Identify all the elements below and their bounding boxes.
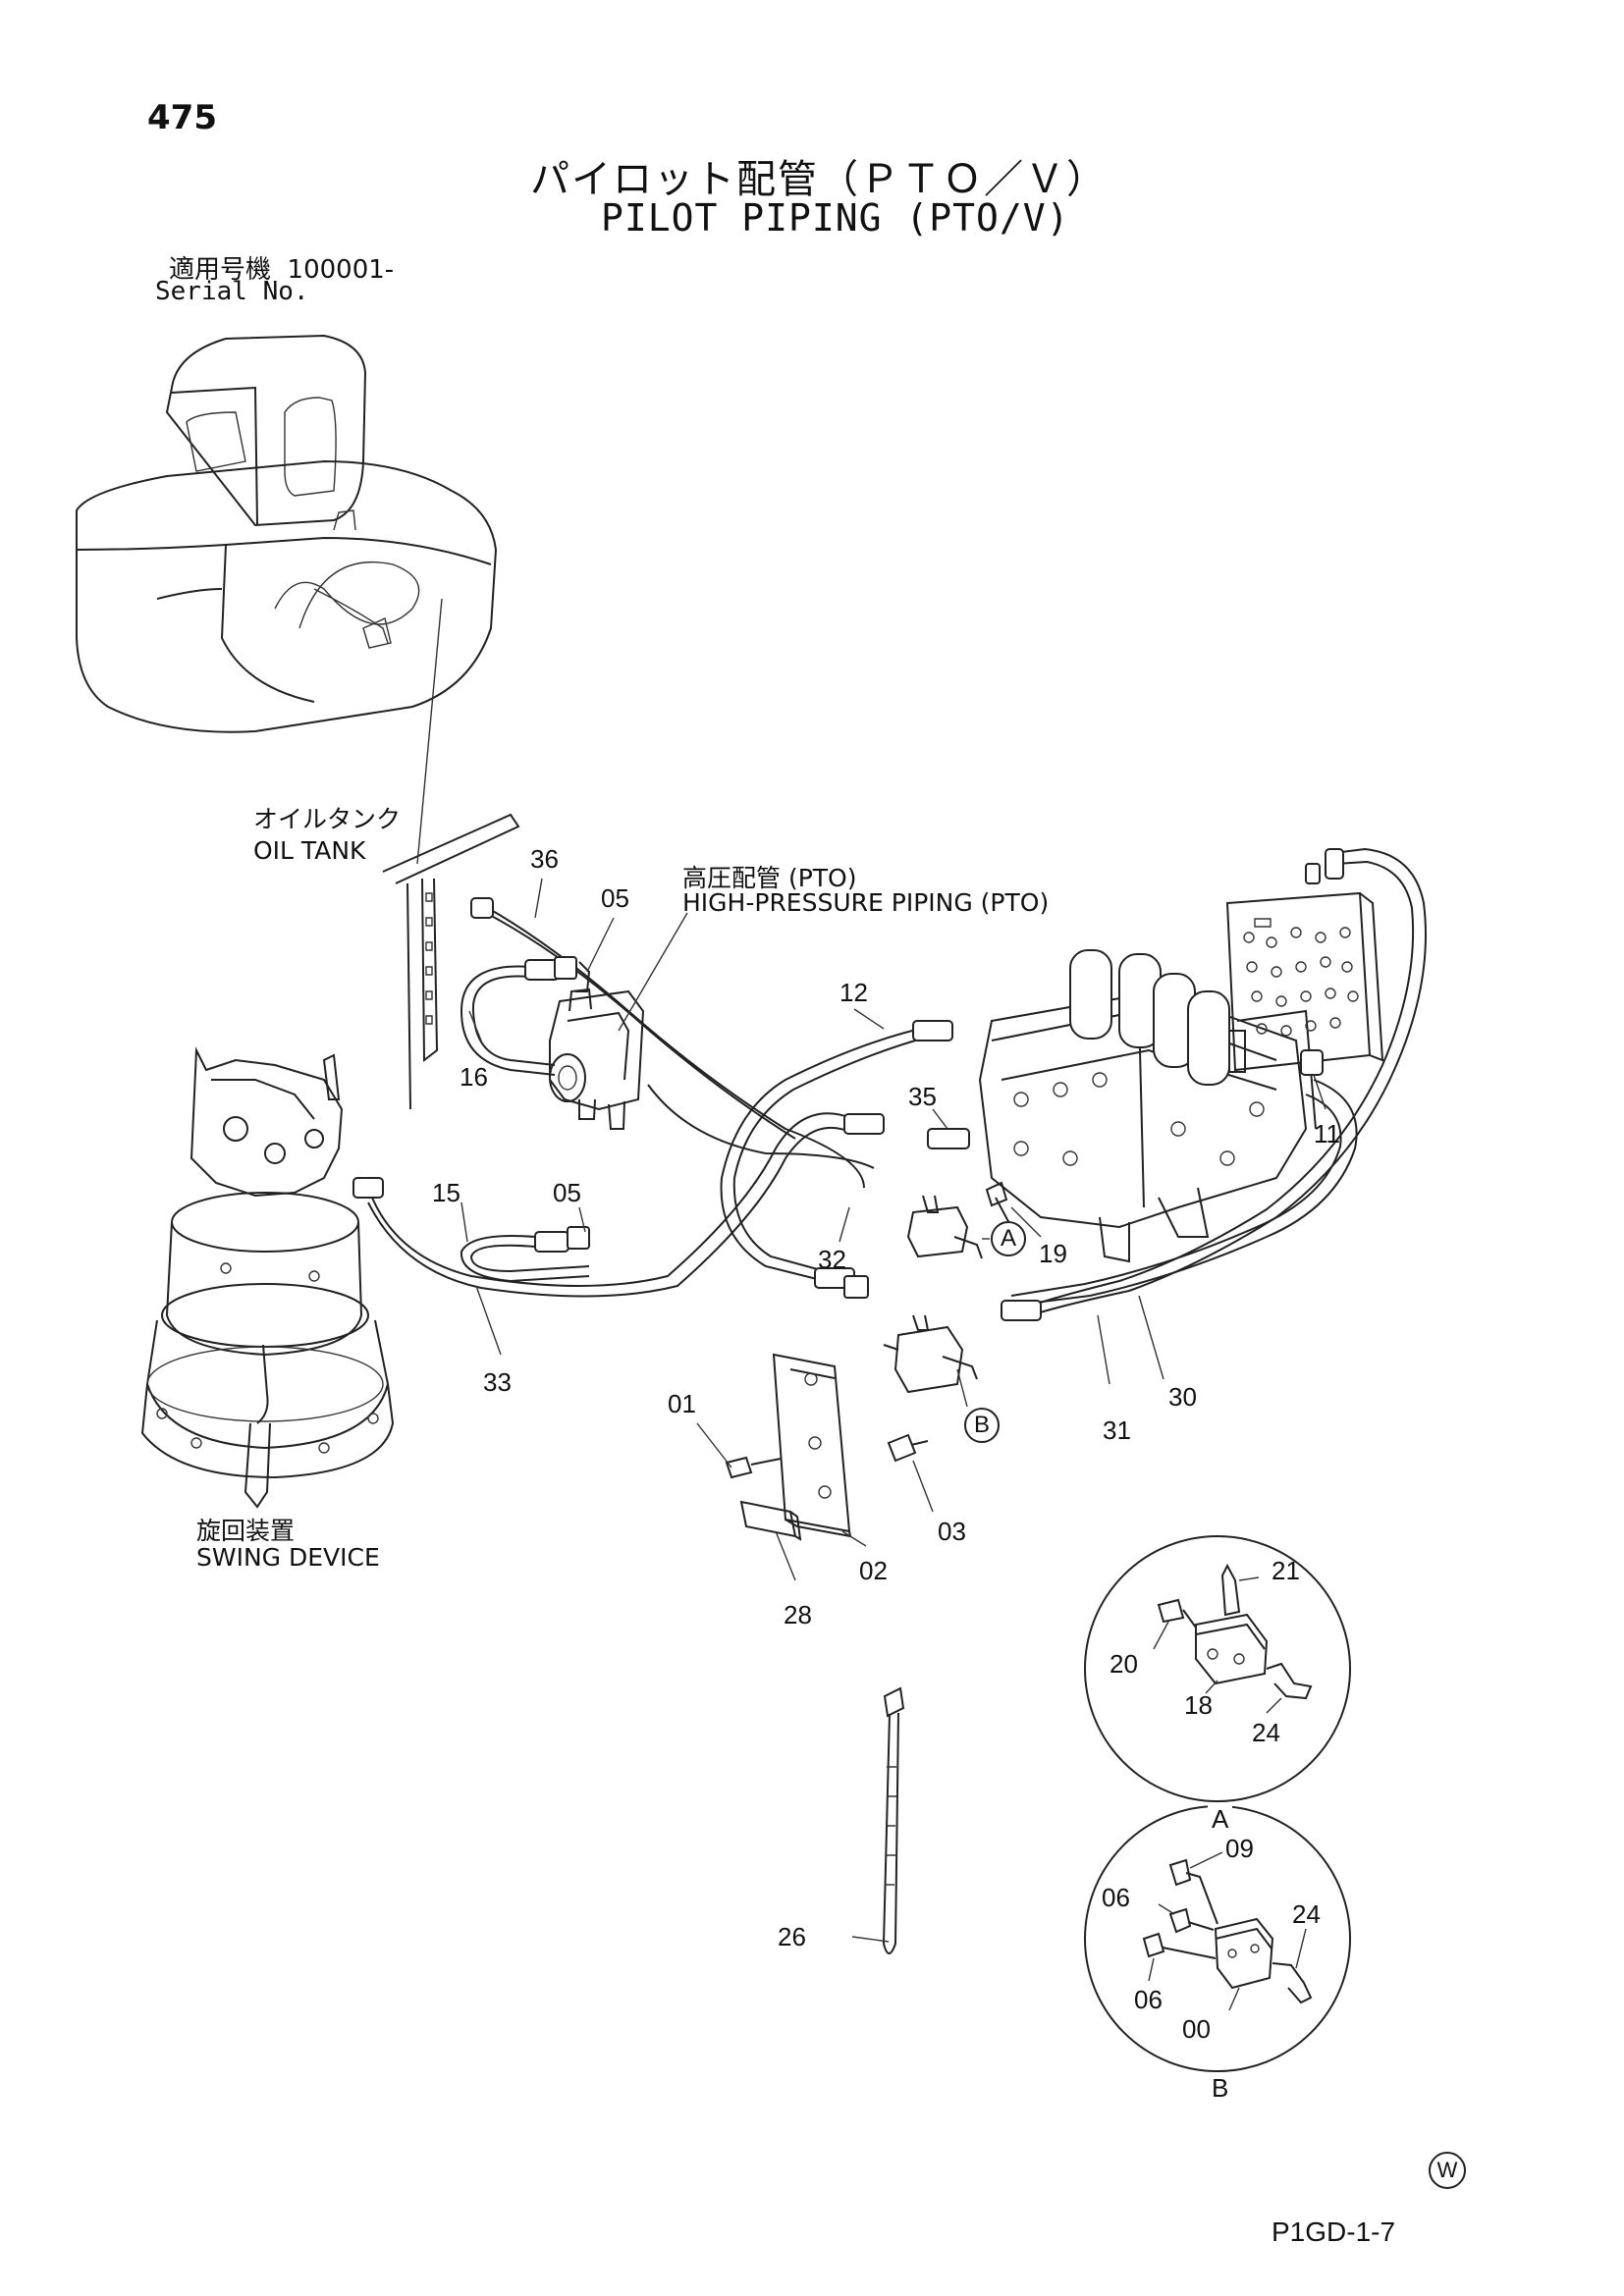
callout-26: 26 (778, 1922, 806, 1951)
balloon-b (965, 1409, 999, 1442)
fittings (353, 849, 1343, 1953)
serial-label-japanese: 適用号機 100001- (169, 249, 394, 286)
title-english: PILOT PIPING (PTO/V) (601, 196, 1070, 240)
callout-20: 20 (1110, 1649, 1138, 1679)
callout-12: 12 (839, 978, 868, 1007)
leader-lines (417, 599, 1326, 1580)
hp-piping-label-en: HIGH-PRESSURE PIPING (PTO) (682, 888, 1050, 917)
callout-15: 15 (432, 1178, 460, 1207)
callout-03: 03 (938, 1517, 966, 1546)
callout-05-upper: 05 (601, 883, 629, 913)
drawing-code: P1GD-1-7 (1272, 2216, 1396, 2247)
excavator-overview (77, 336, 496, 732)
balloon-markers (965, 1222, 1025, 1442)
callout-01: 01 (668, 1389, 696, 1418)
title-japanese: パイロット配管（ＰＴＯ／Ｖ） (530, 157, 1108, 202)
control-valve (980, 893, 1382, 1261)
callout-02: 02 (859, 1556, 888, 1585)
balloon-b-letter: B (973, 1412, 990, 1438)
swing-device (142, 1050, 393, 1507)
balloon-a (992, 1222, 1025, 1255)
callout-11: 11 (1314, 1119, 1340, 1148)
callout-00: 00 (1182, 2014, 1211, 2044)
callout-24-detail-b: 24 (1292, 1899, 1321, 1929)
callout-09: 09 (1225, 1834, 1254, 1863)
callout-36: 36 (530, 844, 559, 874)
callout-06-upper: 06 (1102, 1883, 1130, 1912)
callout-19: 19 (1039, 1239, 1067, 1268)
callout-05-lower: 05 (553, 1178, 581, 1207)
hoses (368, 849, 1426, 1315)
hp-piping-label-jp: 高圧配管 (PTO) (682, 864, 857, 892)
callout-35: 35 (908, 1082, 937, 1111)
page-number: 475 (147, 98, 217, 137)
oil-tank-label-en: OIL TANK (253, 836, 366, 865)
detail-view-a (1085, 1536, 1350, 1801)
watermark-symbol: W (1429, 2152, 1466, 2189)
callout-33: 33 (483, 1367, 512, 1397)
detail-view-a-label: A (1208, 1804, 1233, 1835)
callout-06-lower: 06 (1134, 1985, 1163, 2014)
callout-16: 16 (460, 1062, 488, 1092)
selector-valve (550, 989, 643, 1129)
swing-device-label-en: SWING DEVICE (196, 1543, 380, 1572)
callout-18: 18 (1184, 1690, 1213, 1720)
serial-label-jp-text: 適用号機 (169, 255, 272, 285)
serial-value: 100001- (287, 255, 395, 285)
callout-21: 21 (1272, 1556, 1300, 1585)
detail-view-b-label: B (1208, 2073, 1233, 2104)
callout-28: 28 (784, 1600, 812, 1629)
oil-tank-plate (383, 815, 518, 1109)
callout-32: 32 (818, 1245, 846, 1274)
detail-view-b (852, 1806, 1350, 2071)
swing-device-label-jp: 旋回装置 (196, 1517, 296, 1545)
callout-30: 30 (1168, 1382, 1197, 1412)
callout-31: 31 (1103, 1415, 1131, 1445)
oil-tank-label-jp: オイルタンク (253, 805, 402, 833)
serial-label-english: Serial No. (155, 277, 309, 306)
callout-24-detail-a: 24 (1252, 1718, 1280, 1747)
balloon-a-letter: A (1000, 1225, 1016, 1252)
